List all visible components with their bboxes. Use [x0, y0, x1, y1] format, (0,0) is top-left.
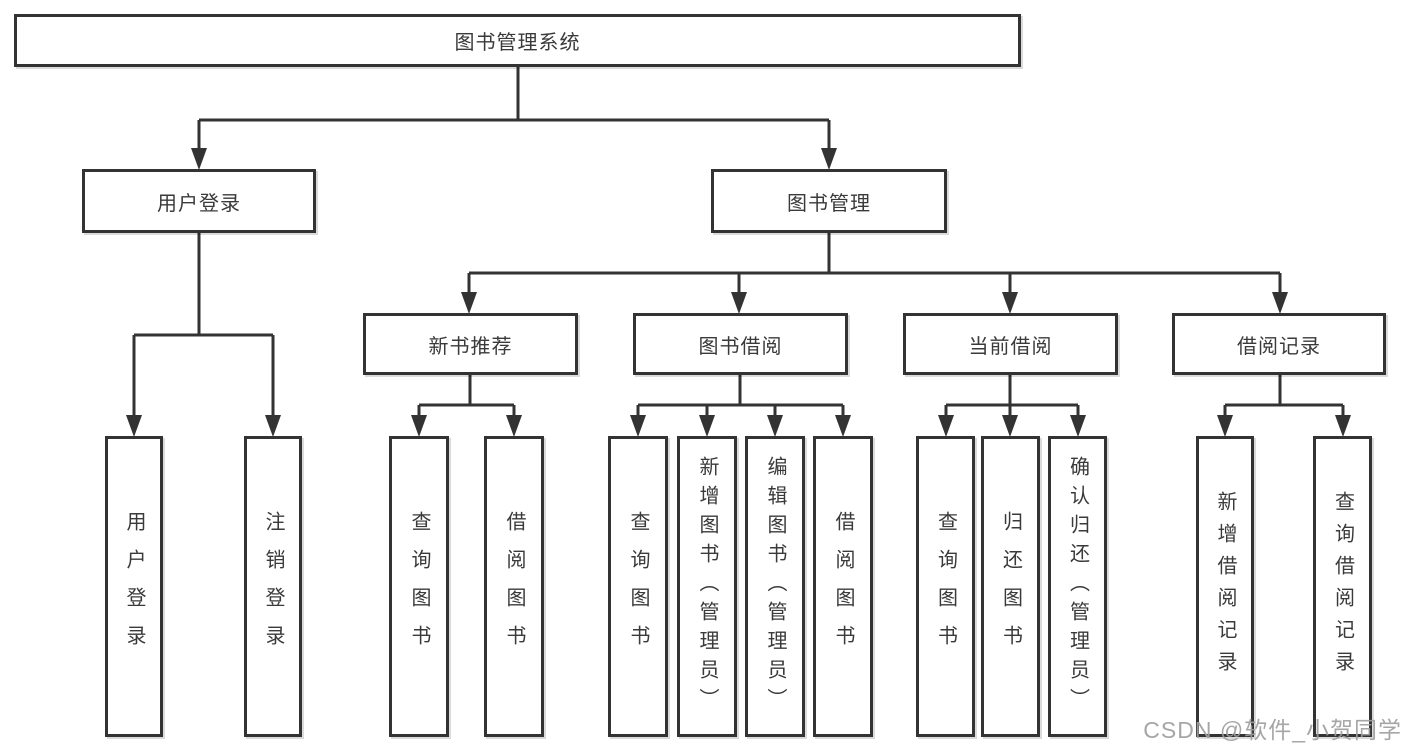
node-new-book-recommend: 新书推荐 — [363, 313, 578, 375]
node-book-borrow: 图书借阅 — [633, 313, 848, 375]
node-label: 新增图书（管理员） — [696, 456, 718, 717]
node-label: 查询图书 — [627, 510, 649, 663]
node-user-login: 用户登录 — [82, 169, 316, 233]
leaf-edit-book-admin: 编辑图书（管理员） — [745, 436, 805, 737]
node-label: 编辑图书（管理员） — [764, 456, 786, 717]
node-label: 查询图书 — [408, 510, 430, 663]
leaf-borrow-books-recommend: 借阅图书 — [484, 436, 544, 737]
leaf-user-login: 用户登录 — [105, 436, 163, 737]
node-label: 确认归还（管理员） — [1066, 456, 1089, 717]
node-label: 归还图书 — [999, 510, 1022, 663]
node-label: 注销登录 — [262, 510, 284, 663]
leaf-query-books-current: 查询图书 — [916, 436, 975, 737]
node-label: 用户登录 — [123, 510, 145, 663]
leaf-query-books-recommend: 查询图书 — [389, 436, 449, 737]
leaf-return-book: 归还图书 — [981, 436, 1040, 737]
leaf-query-books-borrow: 查询图书 — [608, 436, 668, 737]
node-root: 图书管理系统 — [14, 14, 1021, 67]
node-current-borrow: 当前借阅 — [903, 313, 1118, 375]
node-label: 新增借阅记录 — [1214, 490, 1236, 683]
node-label: 借阅图书 — [503, 510, 525, 663]
leaf-query-borrow-record: 查询借阅记录 — [1313, 436, 1372, 737]
node-label: 查询借阅记录 — [1331, 490, 1354, 683]
leaf-add-book-admin: 新增图书（管理员） — [677, 436, 737, 737]
leaf-confirm-return-admin: 确认归还（管理员） — [1048, 436, 1107, 737]
node-label: 查询图书 — [934, 510, 957, 663]
node-book-management: 图书管理 — [711, 169, 947, 233]
node-label: 借阅图书 — [832, 510, 854, 663]
node-borrow-records: 借阅记录 — [1172, 313, 1386, 375]
leaf-logout: 注销登录 — [244, 436, 302, 737]
leaf-add-borrow-record: 新增借阅记录 — [1196, 436, 1254, 737]
watermark: CSDN @软件_小贺同学 — [1143, 717, 1402, 743]
leaf-borrow-books: 借阅图书 — [813, 436, 873, 737]
